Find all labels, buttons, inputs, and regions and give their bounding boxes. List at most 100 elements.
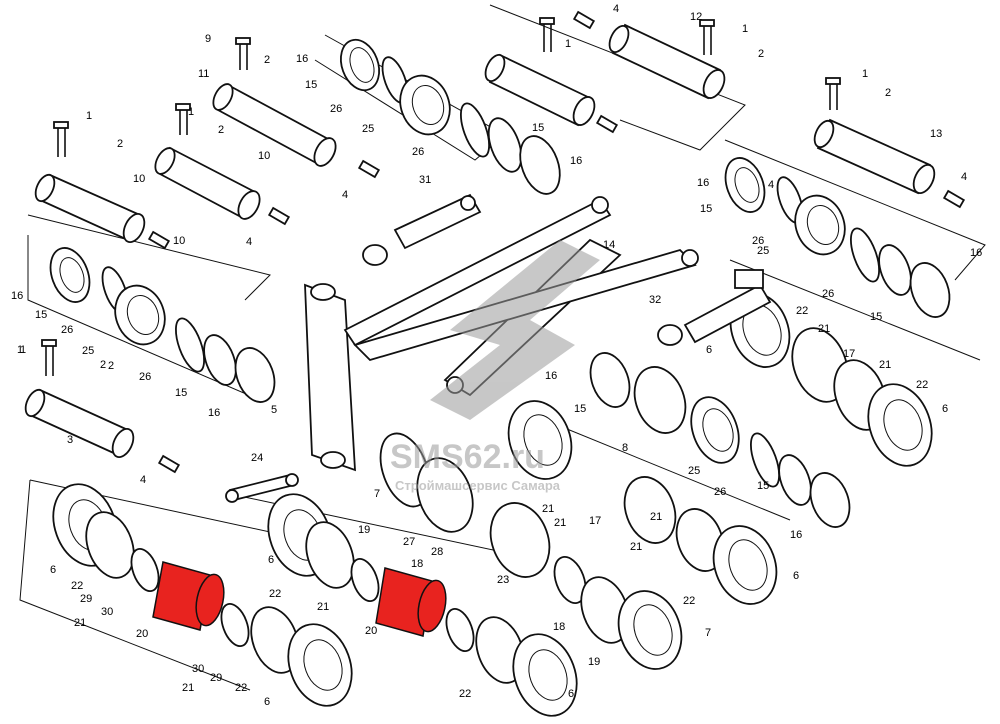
callout-number: 15 [532,122,544,134]
callout-number: 14 [603,239,615,251]
grease-fitting [147,230,171,250]
hydraulic-cylinders [362,193,772,346]
arm-5 [304,283,356,472]
callout-number: 21 [879,359,891,371]
callout-number: 2 [100,359,106,371]
callout-number: 15 [574,403,586,415]
shaft-10-upper [154,146,261,220]
callout-number: 21 [74,617,86,629]
callout-number: 2 [108,360,114,372]
callout-number: 25 [82,345,94,357]
link-arm-upper [343,196,612,347]
callout-number: 26 [714,486,726,498]
callout-number: 32 [649,294,661,306]
callout-number: 21 [182,682,194,694]
callout-number: 18 [411,558,423,570]
callout-number: 2 [758,48,764,60]
callout-number: 1 [565,38,571,50]
callout-number: 29 [210,672,222,684]
callout-number: 2 [885,87,891,99]
callout-number: 7 [374,488,380,500]
callout-number: 15 [757,480,769,492]
pin [235,37,251,70]
callout-number: 27 [403,536,415,548]
callout-number: 15 [700,203,712,215]
callout-number: 5 [271,404,277,416]
grease-fitting [595,114,619,134]
grease-fitting [267,206,291,226]
callout-number: 26 [61,324,73,336]
callout-number: 3 [67,434,73,446]
callout-number: 1 [188,106,194,118]
callout-number: 9 [205,33,211,45]
cylinder-32 [657,269,772,346]
callout-number: 2 [264,54,270,66]
callout-number: 16 [296,53,308,65]
callout-number: 6 [942,403,948,415]
callout-number: 6 [793,570,799,582]
callout-number: 1 [742,23,748,35]
shaft-11 [212,83,337,167]
pin [175,103,191,135]
callout-number: 22 [269,588,281,600]
callout-number: 17 [843,348,855,360]
callout-number: 10 [173,235,185,247]
pin [699,19,715,55]
callout-number: 22 [796,305,808,317]
bushing-20-left [152,561,225,631]
callout-number: 20 [365,625,377,637]
callout-number: 25 [688,465,700,477]
callout-number: 12 [690,11,702,23]
callout-number: 15 [175,387,187,399]
cylinder-31 [362,193,482,266]
callout-number: 21 [650,511,662,523]
callout-number: 4 [768,179,774,191]
callout-number: 16 [11,290,23,302]
callout-number: 21 [554,517,566,529]
pin [825,77,841,110]
callout-number: 10 [133,173,145,185]
callout-number: 6 [568,688,574,700]
callout-number: 1 [20,344,26,356]
pin [53,121,69,157]
callout-number: 4 [140,474,146,486]
shaft-10-top [484,53,596,127]
callout-number: 2 [218,124,224,136]
callout-number: 6 [268,554,274,566]
callout-number: 23 [497,574,509,586]
callout-number: 1 [862,68,868,80]
watermark: SMS62.ru Строймашсервис Самара [390,240,600,493]
callout-number: 16 [790,529,802,541]
callout-number: 26 [412,146,424,158]
grease-fitting [157,454,181,474]
callout-number: 16 [570,155,582,167]
callout-number: 1 [17,344,23,356]
callout-number: 21 [317,601,329,613]
shafts [24,23,936,459]
callout-number: 17 [589,515,601,527]
callout-number: 15 [305,79,317,91]
callout-number: 16 [545,370,557,382]
callout-number: 26 [752,235,764,247]
callout-number: 22 [459,688,471,700]
callout-number: 6 [50,564,56,576]
callout-number: 19 [588,656,600,668]
callout-number: 22 [235,682,247,694]
callout-number: 6 [706,344,712,356]
callout-number: 21 [630,541,642,553]
callout-number: 25 [757,245,769,257]
watermark-tagline: Строймашсервис Самара [395,478,561,493]
callout-number: 30 [192,663,204,675]
watermark-brand: SMS62.ru [390,438,545,476]
callout-number: 16 [970,247,982,259]
callout-number: 28 [431,546,443,558]
callout-number: 22 [916,379,928,391]
callout-number: 15 [35,309,47,321]
callout-number: 1 [86,110,92,122]
callout-number: 4 [246,236,252,248]
grease-fitting [357,159,381,179]
link-24 [225,473,299,503]
